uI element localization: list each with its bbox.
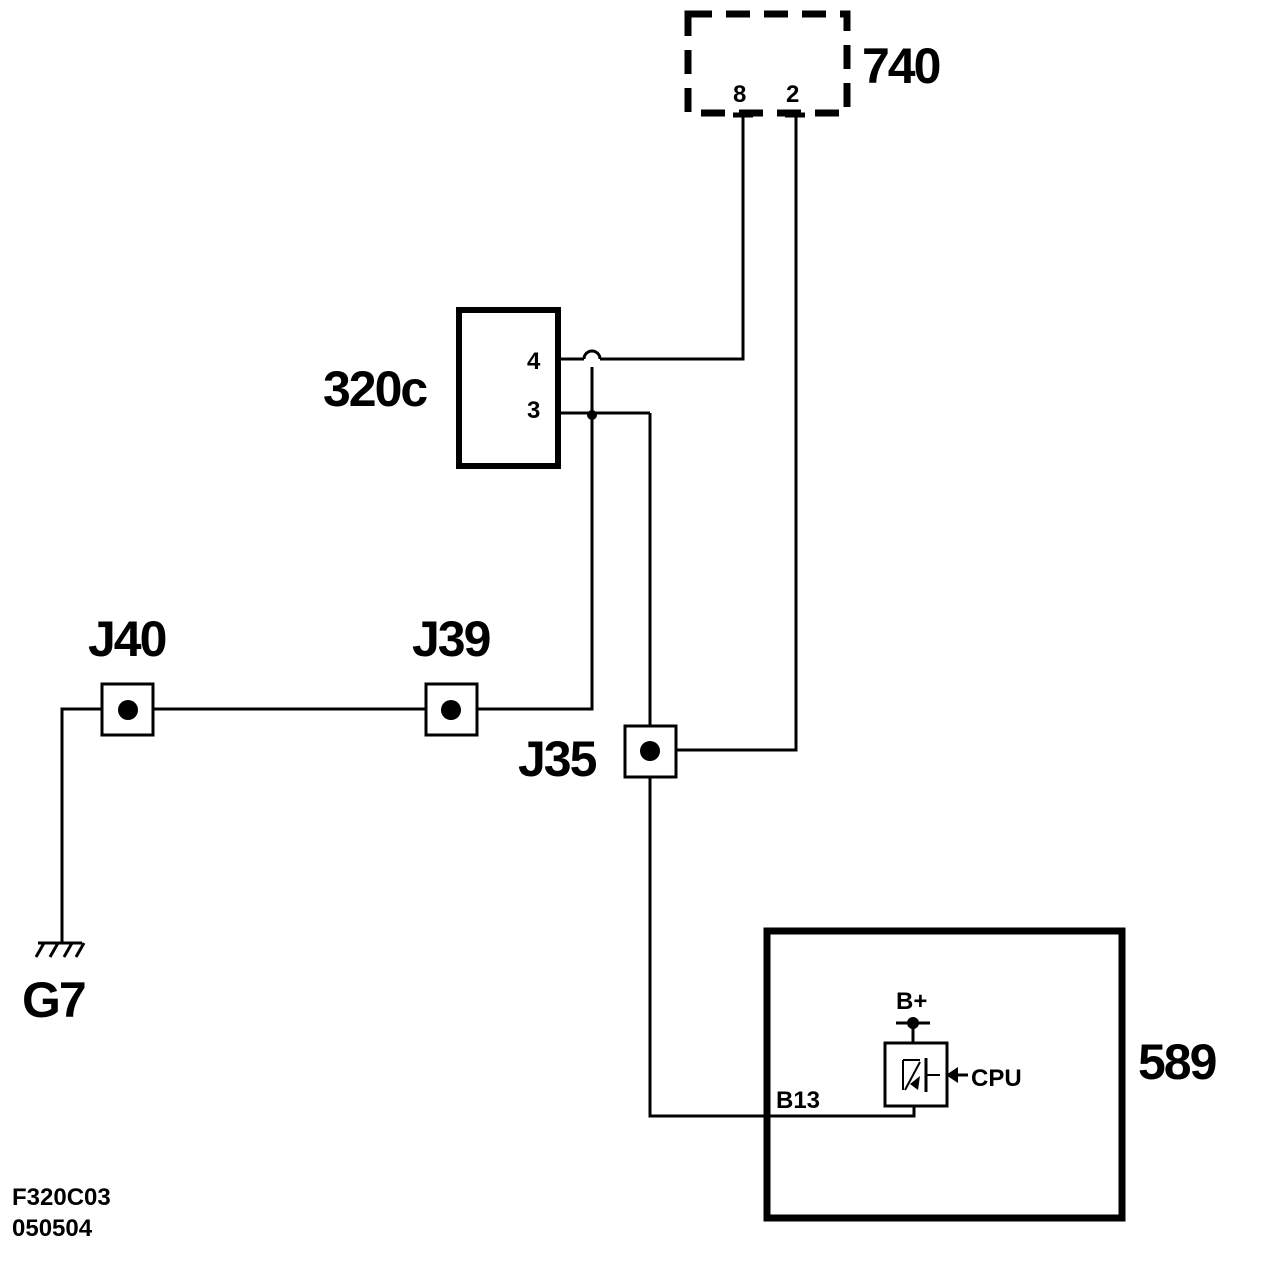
component-320c-label: 320c [323,361,427,417]
ground-hatch-2 [48,942,60,958]
wire-740-2-to-j35 [675,115,798,752]
component-740-label: 740 [862,38,940,94]
pin-b13-label: B13 [776,1087,820,1114]
ground-hatch-3 [62,942,74,958]
cpu-arrow-icon [946,1067,958,1083]
component-589: 589 B+ CPU B13 [763,927,1218,1222]
connector-j39: J39 [412,611,492,737]
figure-code: F320C03 [12,1184,111,1211]
connector-j35-label: J35 [518,731,597,787]
connector-j35: J35 [518,724,678,787]
component-320c-box [456,307,561,469]
component-589-label: 589 [1138,1034,1216,1090]
component-740: 740 8 2 [684,10,942,118]
wire-j35-to-589-b13 [648,778,916,1118]
figure-date: 050504 [12,1215,93,1242]
ground-g7: G7 [22,941,87,1028]
component-740-pin-8: 8 [733,81,746,108]
cpu-label: CPU [971,1065,1022,1092]
wire-splice-to-j39 [477,367,594,711]
splice-dot [587,410,597,420]
component-589-box [763,927,1126,1222]
switch-line-3 [904,1061,921,1091]
component-740-box [684,10,851,117]
ground-hatch-1 [34,942,46,958]
ground-hatch-4 [74,942,86,958]
component-320c-pin-3: 3 [527,397,540,424]
connector-j40: J40 [88,611,168,737]
wire-crossover-hop [582,349,602,360]
switch-arrowhead [910,1076,920,1090]
switch-icon [883,1041,949,1108]
wire-320c-4-to-740-8 [600,115,745,361]
supply-b-plus-label: B+ [896,988,927,1015]
component-740-pin-2: 2 [786,81,799,108]
component-320c-pin-4: 4 [527,348,541,375]
connector-j39-pin [441,700,461,720]
connector-j40-pin [118,700,138,720]
ground-label: G7 [22,972,85,1028]
connector-j35-box [623,724,678,779]
connector-j40-label: J40 [88,611,166,667]
connector-j35-pin [640,741,660,761]
wire-j40-to-ground [60,707,102,943]
component-320c: 320c 4 3 [323,307,561,469]
connector-j39-label: J39 [412,611,490,667]
